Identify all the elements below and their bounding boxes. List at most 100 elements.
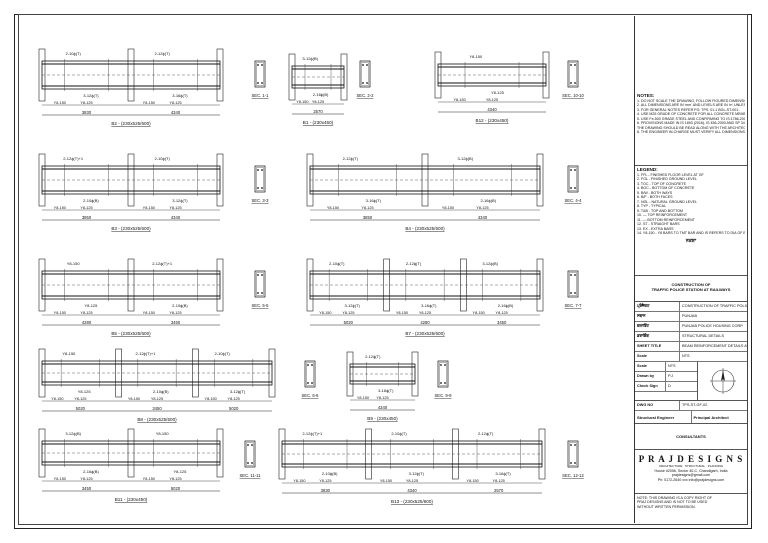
rebar-dot [257, 187, 259, 189]
span-dimension: 3450 [82, 486, 92, 491]
rebar-dot [574, 462, 576, 464]
bar-note: 3-16ϕ(T) [378, 388, 394, 393]
stirrup-label: Y8-125 [169, 101, 181, 105]
rebar-dot [570, 187, 572, 189]
beam-section [567, 440, 579, 468]
note-item: THE DRAWING SHOULD BE READ ALONG WITH TH… [637, 125, 745, 130]
beam-title: B3 - (230x525/600) [111, 226, 151, 231]
field-key: ਸਥਾਨ [635, 312, 680, 321]
firm-address: House #2056, Sector 40-C, Chandigarh, In… [654, 469, 728, 473]
bar-note: Y8-125 [173, 469, 187, 474]
stirrup-label: Y8-150 [143, 206, 155, 210]
rebar-dot [570, 444, 572, 446]
rebar-dot [257, 82, 259, 84]
legend-heading: LEGEND: [637, 167, 658, 172]
stirrup-label: Y8-150 [473, 311, 485, 315]
stirrup-label: Y8-150 [54, 311, 66, 315]
legend-item: 9. T&B - TOP AND BOTTOM [637, 208, 683, 213]
rebar-dot [444, 364, 446, 366]
stirrup-label: Y8-150 [380, 479, 392, 483]
beam-section [567, 60, 579, 88]
section-label: SEC. 7-7 [565, 303, 583, 308]
section-label: SEC. 3-3 [252, 198, 270, 203]
beam-section-stirrup [569, 62, 577, 86]
stirrup-label: Y8-125 [361, 206, 373, 210]
legend-item: 6. B/F - BOTH FACES [637, 195, 673, 200]
bar-note: 3-12ϕ(T) [344, 303, 360, 308]
stirrup-label: Y8-125 [476, 206, 488, 210]
beam-title: B4 - (230x525/600) [405, 226, 445, 231]
bar-note: 2-10ϕ(T) [154, 156, 170, 161]
legend-item: 7. NGL - NATURAL GROUND LEVEL [637, 199, 697, 204]
dwg-no-value: TPS-ST-GF-02 [682, 403, 708, 408]
beam-section [567, 165, 579, 193]
bar-note: 2-12ϕ(T) [406, 261, 422, 266]
bar-note: 2-10ϕ(B) [153, 389, 169, 394]
rebar-dot [261, 187, 263, 189]
notes-list: 1. DO NOT SCALE THE DRAWING, FOLLOW FIGU… [637, 99, 745, 135]
beam-title: B7 - (230x525/600) [405, 331, 445, 336]
rebar-dot [570, 292, 572, 294]
legend-item: 2. FGL - FINISHED GROUND LEVEL [637, 177, 697, 182]
stirrup-label: Y8-150 [128, 397, 140, 401]
beam-title: B11 - (230x450) [115, 497, 148, 502]
section-label: SEC. 12-12 [562, 473, 584, 478]
legend-item: 8. TYP - TYPICAL [637, 204, 666, 209]
section-label: SEC. 11-11 [239, 473, 261, 478]
rebar-dot [574, 187, 576, 189]
legend-item: 5. B/W - BOTH WAYS [637, 190, 673, 195]
bar-note: 2-10ϕ(T) [214, 351, 230, 356]
bar-note: 3-12ϕ(B) [482, 261, 498, 266]
legend-item: 12. ST - STRAIGHT BARS [637, 222, 680, 227]
firm-email: prajdesigns@gmail.com [671, 473, 711, 478]
span-dimension: 4340 [487, 107, 497, 112]
beam-title: B8 - (230x525/600) [137, 417, 177, 422]
stirrup-label: Y8-125 [80, 206, 92, 210]
span-dimension: 3830 [321, 488, 331, 493]
column-support [365, 428, 372, 480]
rebar-dot [261, 292, 263, 294]
section-label: SEC. 4-4 [565, 198, 583, 203]
span-dimension: 3850 [82, 215, 92, 220]
bar-note: 2-12ϕ(T)+1 [136, 351, 157, 356]
rebar-dot [247, 462, 249, 464]
rebar-dot [307, 382, 309, 384]
beam-section-stirrup [256, 272, 264, 296]
structural-engineer-label: Structural Engineer [635, 411, 692, 423]
stirrup-label: Y8-150 [205, 397, 217, 401]
beam-section-stirrup [246, 442, 254, 466]
project-heading: CONSTRUCTION OF [671, 282, 711, 287]
rebar-dot [311, 382, 313, 384]
stirrup-label: Y8-150 [51, 397, 63, 401]
span-dimension: 4340 [171, 215, 181, 220]
bar-note: 2-12ϕ(T) [154, 51, 170, 56]
stirrup-label: Y8-150 [396, 311, 408, 315]
beam-section [437, 360, 449, 388]
stirrup-label: Y8-150 [54, 101, 66, 105]
stirrup-label: Y8-125 [406, 479, 418, 483]
span-dimension: 2570 [494, 488, 504, 493]
span-dimension: 2570 [313, 109, 323, 114]
signature-row: Structural Engineer Principal Architect [635, 411, 747, 424]
bar-note: 2-16ϕ(B) [480, 198, 496, 203]
bar-note: 3-12ϕ(B) [65, 431, 81, 436]
section-label: SEC. 1-1 [252, 93, 270, 98]
span-dimension: 5020 [76, 406, 86, 411]
footer-line: WITHOUT WRITTEN PERMISSION. [637, 504, 696, 509]
span-dimension: 4280 [420, 320, 430, 325]
field-value: CONSTRUCTION OF TRAFFIC POLICE STATION [682, 304, 747, 309]
stirrup-label: Y8-125 [376, 396, 388, 400]
firm-logo-name: P R A J D E S I G N S [638, 454, 744, 464]
field-value: PUNJAB POLICE HOUSING CORP. [682, 324, 744, 329]
stirrup-label: Y8-150 [327, 206, 339, 210]
stirrup-label: Y8-125 [169, 311, 181, 315]
stirrup-label: Y8-125 [74, 397, 86, 401]
stirrup-label: Y8-125 [319, 479, 331, 483]
field-value: PUNJAB [682, 314, 697, 319]
field-value: D [668, 384, 671, 389]
rebar-dot [366, 64, 368, 66]
